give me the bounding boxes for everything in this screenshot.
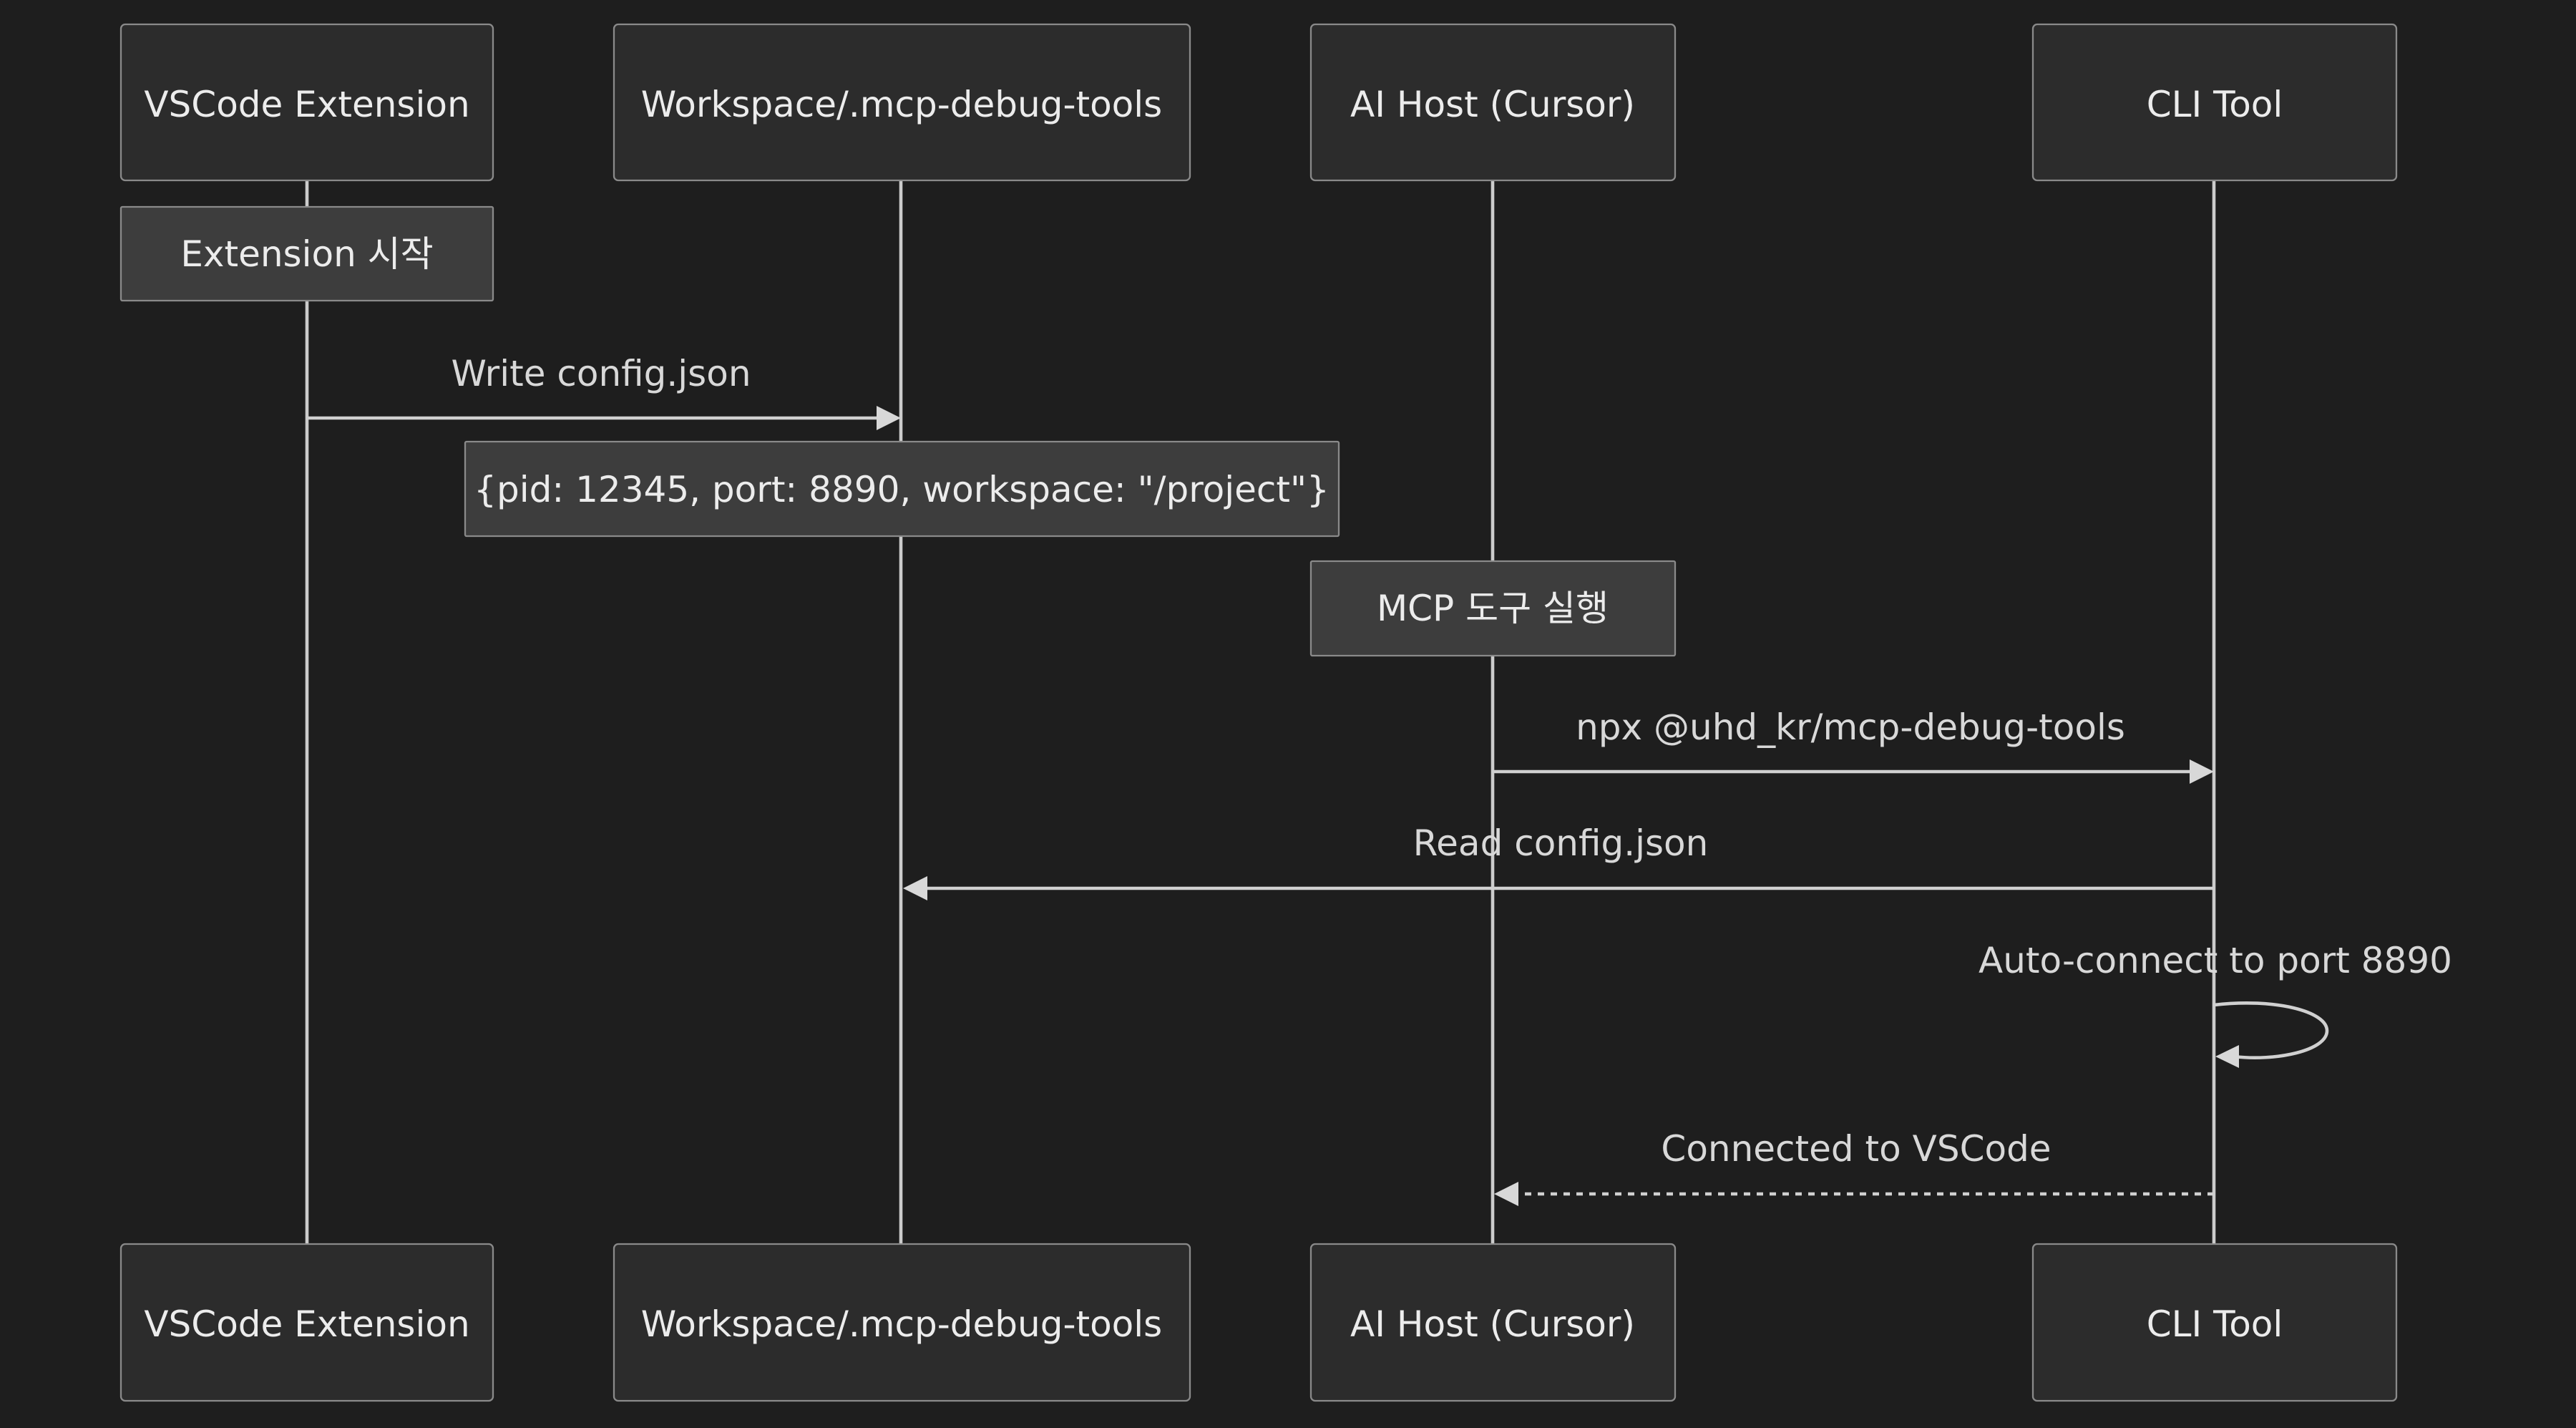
- note-text: {pid: 12345, port: 8890, workspace: "/pr…: [474, 469, 1330, 510]
- participant-label: VSCode Extension: [144, 84, 469, 125]
- participant-aihost-top: AI Host (Cursor): [1309, 23, 1677, 182]
- participant-label: AI Host (Cursor): [1350, 84, 1635, 125]
- message-label: Write config.json: [451, 353, 751, 394]
- message-label: Auto-connect to port 8890: [1979, 940, 2452, 981]
- message-auto-connect: Auto-connect to port 8890: [1979, 940, 2452, 1068]
- participant-label: CLI Tool: [2147, 84, 2283, 125]
- note-text: Extension 시작: [180, 233, 433, 275]
- message-npx-run: npx @uhd_kr/mcp-debug-tools: [1493, 706, 2214, 784]
- participant-label: CLI Tool: [2147, 1303, 2283, 1345]
- participant-aihost-bottom: AI Host (Cursor): [1309, 1243, 1677, 1402]
- message-read-config: Read config.json: [903, 822, 2214, 900]
- notes: Extension 시작 {pid: 12345, port: 8890, wo…: [119, 205, 1677, 657]
- participant-vscode-top: VSCode Extension: [119, 23, 494, 182]
- note-text: MCP 도구 실행: [1377, 588, 1609, 629]
- arrow-head: [2190, 759, 2214, 784]
- participant-vscode-bottom: VSCode Extension: [119, 1243, 494, 1402]
- participant-workspace-top: Workspace/.mcp-debug-tools: [613, 23, 1191, 182]
- participant-label: AI Host (Cursor): [1350, 1303, 1635, 1345]
- message-label: Read config.json: [1413, 822, 1709, 864]
- arrow-head: [2215, 1045, 2239, 1068]
- arrow-head: [877, 406, 901, 430]
- participant-label: Workspace/.mcp-debug-tools: [641, 84, 1162, 125]
- note-mcp-run: MCP 도구 실행: [1309, 560, 1677, 657]
- arrow-head: [1494, 1182, 1518, 1206]
- participant-cli-bottom: CLI Tool: [2031, 1243, 2398, 1402]
- message-write-config: Write config.json: [307, 353, 901, 430]
- note-config-content: {pid: 12345, port: 8890, workspace: "/pr…: [464, 440, 1340, 538]
- participant-cli-top: CLI Tool: [2031, 23, 2398, 182]
- message-label: Connected to VSCode: [1661, 1128, 2051, 1170]
- participant-label: VSCode Extension: [144, 1303, 469, 1345]
- participants-top: VSCode Extension Workspace/.mcp-debug-to…: [119, 23, 2398, 182]
- participant-workspace-bottom: Workspace/.mcp-debug-tools: [613, 1243, 1191, 1402]
- arrow-head: [903, 876, 927, 900]
- messages: Write config.json npx @uhd_kr/mcp-debug-…: [307, 353, 2452, 1206]
- self-loop-path: [2213, 1001, 2329, 1060]
- note-extension-start: Extension 시작: [119, 205, 494, 302]
- lifelines: [305, 180, 2216, 1244]
- participants-bottom: VSCode Extension Workspace/.mcp-debug-to…: [119, 1243, 2398, 1402]
- participant-label: Workspace/.mcp-debug-tools: [641, 1303, 1162, 1345]
- message-connected: Connected to VSCode: [1494, 1128, 2214, 1206]
- message-label: npx @uhd_kr/mcp-debug-tools: [1576, 706, 2125, 748]
